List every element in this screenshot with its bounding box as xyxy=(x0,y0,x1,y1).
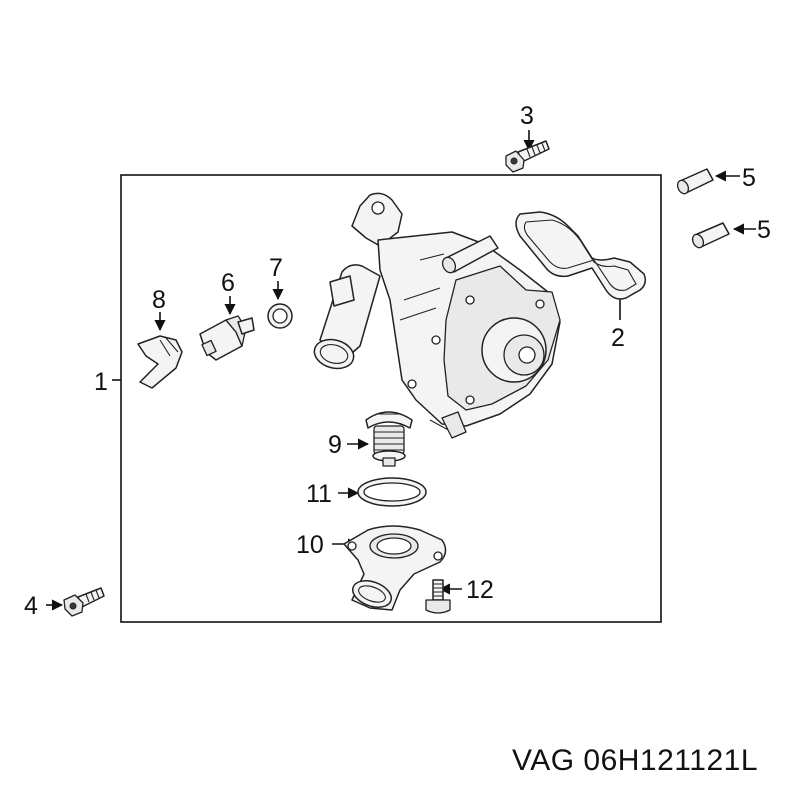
pin-part-5-lower xyxy=(691,222,730,249)
leader-lines xyxy=(46,130,756,611)
callout-10: 10 xyxy=(296,531,324,559)
callout-9: 9 xyxy=(328,431,342,459)
callout-7: 7 xyxy=(269,254,283,282)
callout-12: 12 xyxy=(466,576,494,604)
bolt-part-12 xyxy=(425,579,451,614)
water-pump-housing-part-1 xyxy=(313,192,561,439)
temperature-sensor-part-6 xyxy=(199,315,255,361)
thermostat-cover-part-10 xyxy=(343,525,447,611)
bolt-part-3 xyxy=(505,140,550,173)
callout-1: 1 xyxy=(94,368,108,396)
pin-part-5-upper xyxy=(676,168,714,195)
callout-3: 3 xyxy=(520,102,534,130)
o-ring-part-11 xyxy=(357,477,427,507)
callout-11: 11 xyxy=(306,480,332,508)
clip-part-8 xyxy=(137,335,183,389)
assembly-frame xyxy=(120,174,662,623)
callout-8: 8 xyxy=(152,286,166,314)
o-ring-part-7 xyxy=(267,303,293,329)
part-number-caption: VAG 06H121121L xyxy=(511,744,758,777)
callout-6: 6 xyxy=(221,269,235,297)
callout-2: 2 xyxy=(611,324,625,352)
callout-5-lower: 5 xyxy=(757,216,771,244)
thermostat-part-9 xyxy=(365,411,413,467)
callout-5-upper: 5 xyxy=(742,164,756,192)
callout-4: 4 xyxy=(24,592,38,620)
bolt-part-4 xyxy=(63,587,105,617)
gasket-part-2 xyxy=(515,211,647,300)
